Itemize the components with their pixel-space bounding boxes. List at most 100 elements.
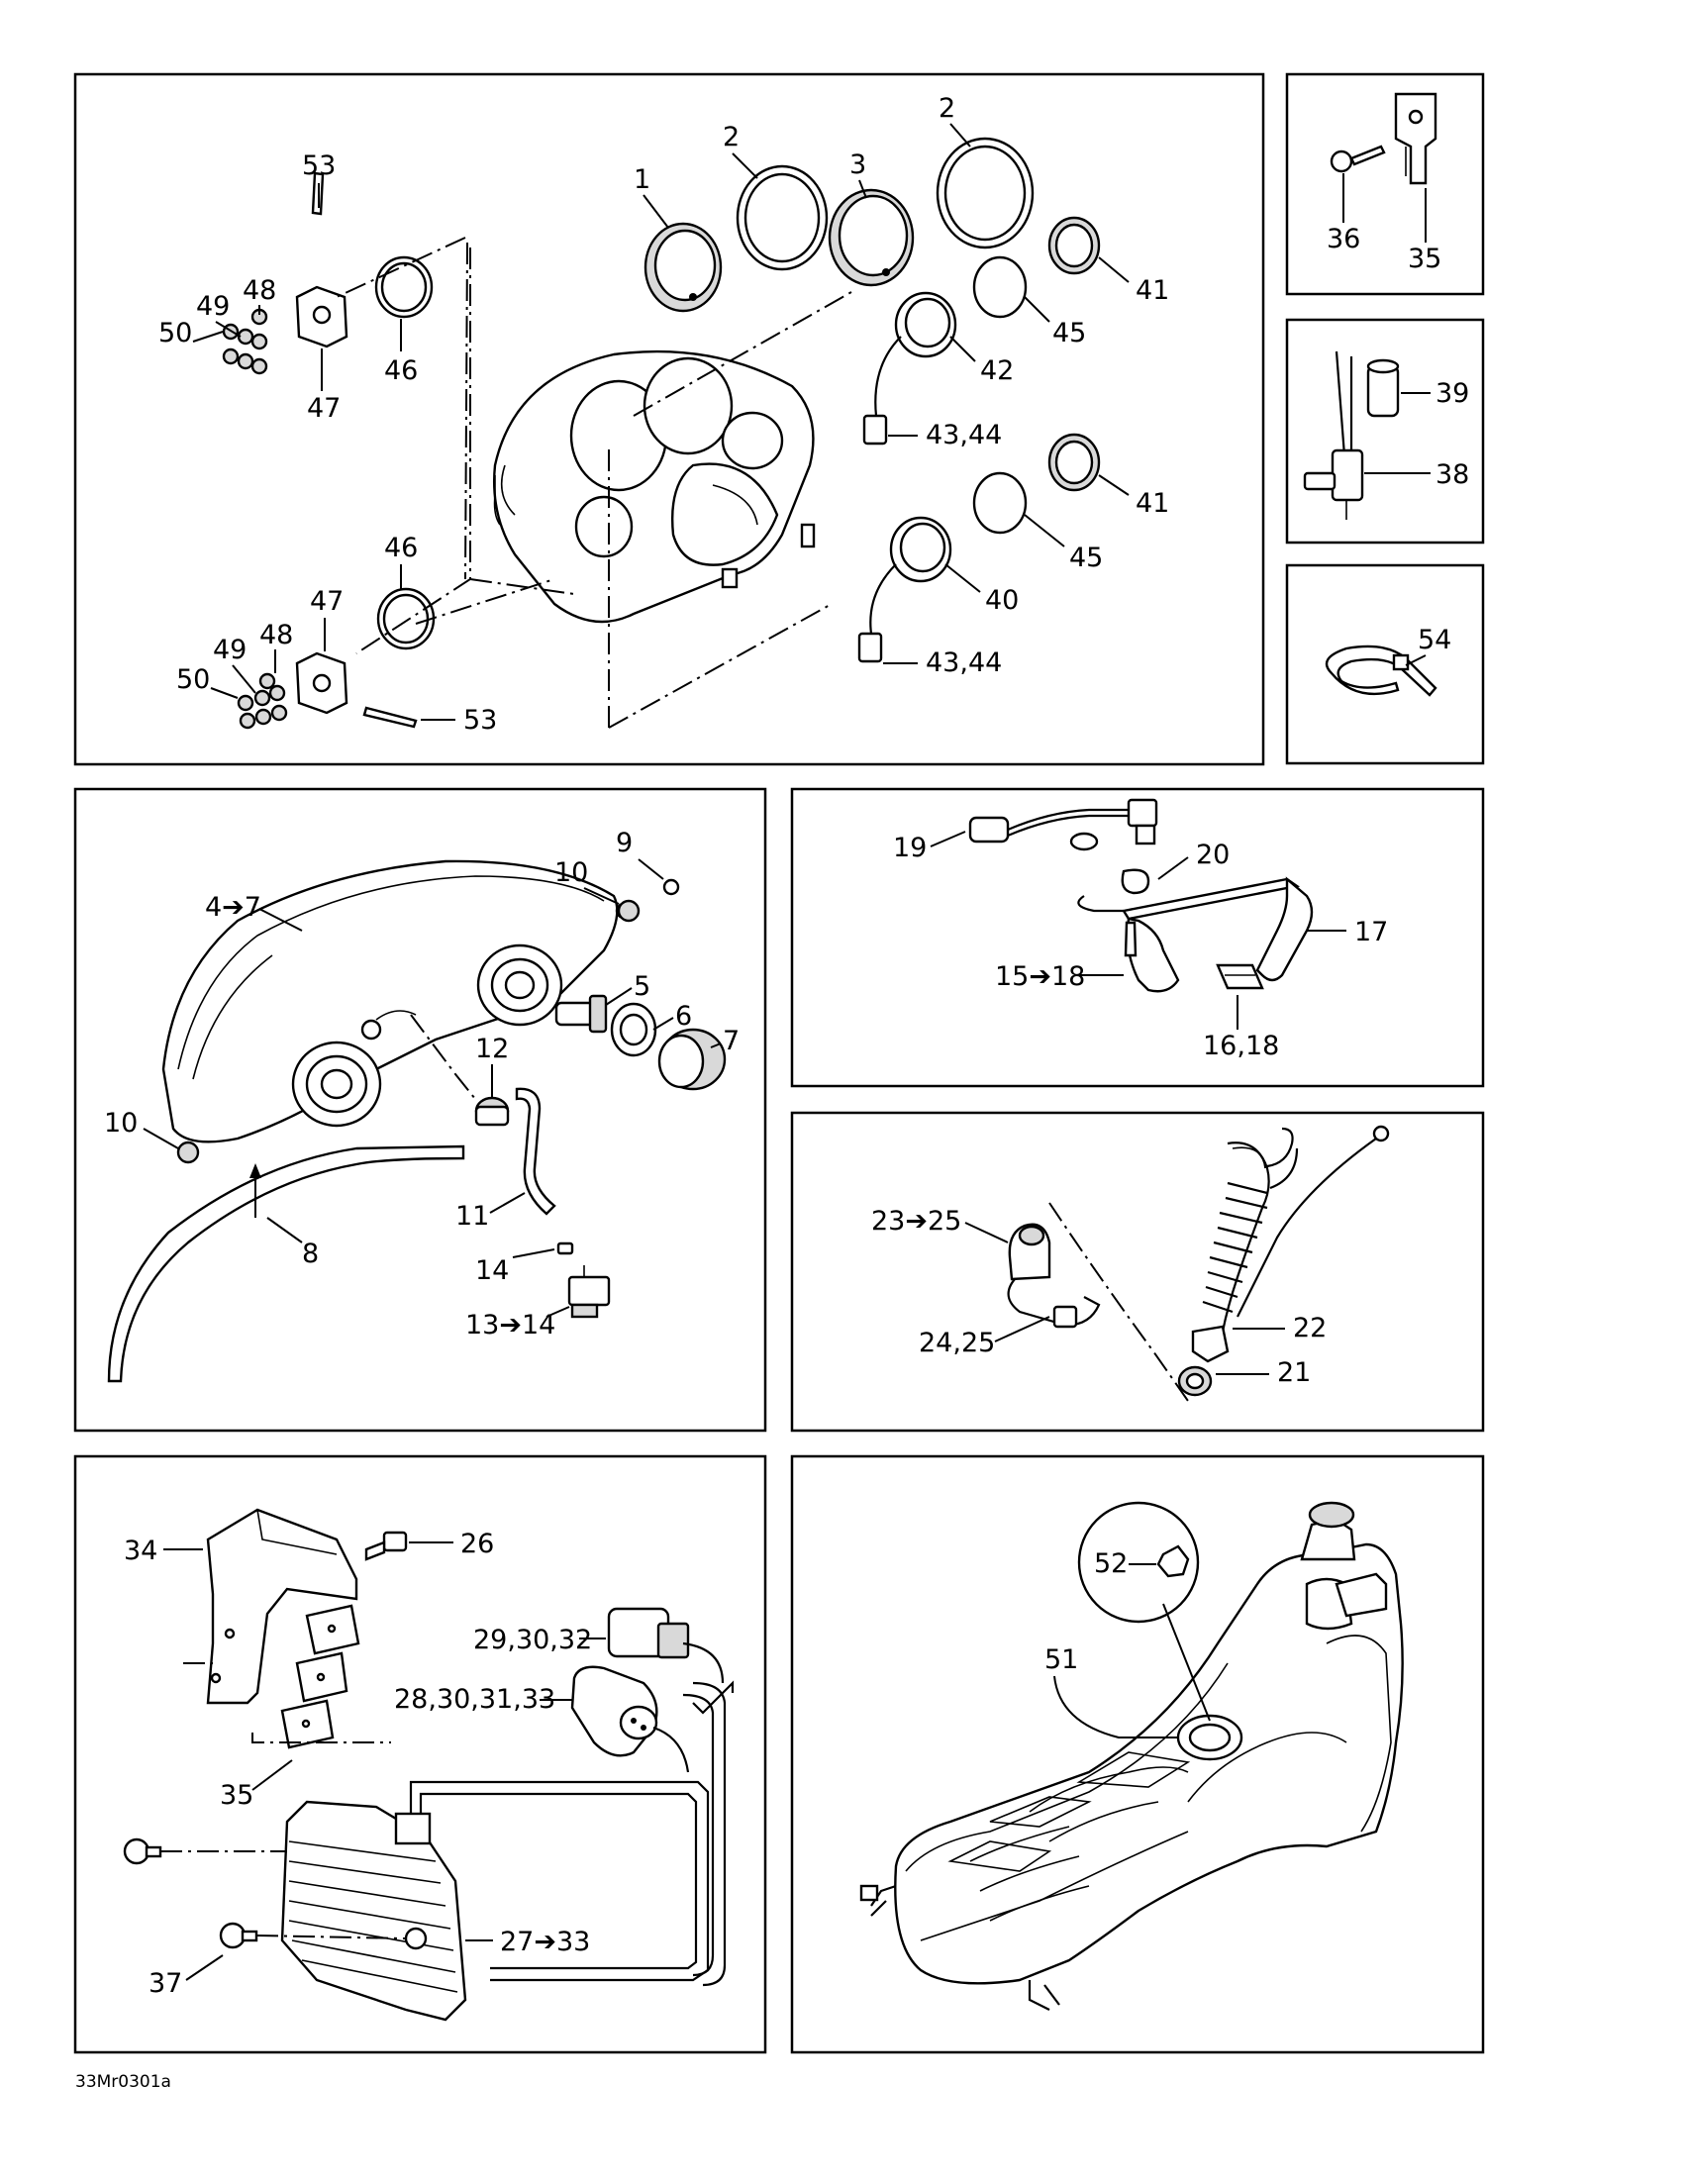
callout-50a: 50 <box>158 318 192 348</box>
panel-cable-tie <box>1285 563 1485 765</box>
screw-9 <box>662 878 680 896</box>
callout-21: 21 <box>1277 1357 1311 1388</box>
callout-10b: 10 <box>104 1108 138 1139</box>
callout-52: 52 <box>1094 1548 1128 1579</box>
callout-8: 8 <box>302 1239 319 1269</box>
clip-ring-6 <box>610 1002 657 1057</box>
callout-9: 9 <box>616 828 633 858</box>
callout-51: 51 <box>1044 1644 1078 1675</box>
gauge-3 <box>828 188 915 287</box>
screw-36 <box>1330 145 1386 173</box>
callout-10a: 10 <box>554 857 588 888</box>
screw-26 <box>364 1531 408 1561</box>
switch-23 <box>1007 1223 1101 1329</box>
valve-38 <box>1303 350 1364 520</box>
figure-code: 33Mr0301a <box>75 2072 171 2092</box>
callout-34: 34 <box>124 1536 157 1566</box>
callout-24-25: 24,25 <box>919 1328 995 1358</box>
callout-48b: 48 <box>259 620 293 650</box>
tube-39 <box>1366 358 1400 418</box>
callout-19: 19 <box>893 833 927 863</box>
panel-valve <box>1285 318 1485 545</box>
o-ring-45a <box>972 255 1028 319</box>
grommet-12 <box>474 1096 510 1127</box>
bracket-34 <box>206 1508 358 1705</box>
clips-35b <box>280 1604 360 1749</box>
callout-29-30-32: 29,30,32 <box>473 1625 592 1655</box>
gauge-1 <box>644 222 723 313</box>
callout-37: 37 <box>148 1968 182 1999</box>
callout-22: 22 <box>1293 1313 1327 1343</box>
callout-3: 3 <box>849 149 866 180</box>
callout-26: 26 <box>460 1529 494 1559</box>
clamp-14 <box>556 1241 574 1255</box>
cap-20 <box>1069 832 1150 895</box>
dash-bolt-b <box>255 1935 407 1939</box>
cable-tie-54 <box>1325 645 1437 697</box>
callout-20: 20 <box>1196 840 1230 870</box>
connector-13 <box>567 1265 611 1319</box>
callout-35b: 35 <box>220 1780 253 1811</box>
callout-54: 54 <box>1418 625 1451 655</box>
callout-1: 1 <box>634 164 650 195</box>
callout-46b: 46 <box>384 533 418 563</box>
callout-42: 42 <box>980 355 1014 386</box>
regulator-27 <box>280 1800 467 2022</box>
callout-41b: 41 <box>1136 488 1169 519</box>
callout-40: 40 <box>985 585 1019 616</box>
callout-2a: 2 <box>723 122 740 152</box>
callout-53a: 53 <box>302 150 336 181</box>
boot-7 <box>657 1028 727 1091</box>
callout-43-44a: 43,44 <box>926 420 1002 450</box>
gauge-42 <box>862 291 957 446</box>
clip-key-22 <box>1191 1325 1230 1363</box>
callout-6: 6 <box>675 1001 692 1032</box>
headlight-housing <box>161 859 633 1143</box>
callout-41a: 41 <box>1136 275 1169 306</box>
connector-28 <box>570 1665 690 1773</box>
nut-10a <box>617 899 641 923</box>
callout-11: 11 <box>455 1201 489 1232</box>
callout-47b: 47 <box>310 586 344 617</box>
dash-headlight <box>410 1014 476 1100</box>
dash-clips <box>251 1733 391 1743</box>
callout-5: 5 <box>634 971 650 1002</box>
callout-50b: 50 <box>176 664 210 695</box>
callout-23-25: 23➔25 <box>871 1206 961 1237</box>
hose-11 <box>515 1087 556 1216</box>
cluster-housing <box>493 349 816 624</box>
callout-16-18: 16,18 <box>1203 1031 1279 1061</box>
callout-49b: 49 <box>213 635 247 665</box>
gauge-nut-41b <box>1047 433 1101 492</box>
callout-15-18: 15➔18 <box>995 961 1085 992</box>
gauge-nut-41a <box>1047 216 1101 275</box>
callout-7: 7 <box>723 1026 740 1056</box>
callout-46a: 46 <box>384 355 418 386</box>
sensor-19 <box>968 798 1158 845</box>
bezel-ring-2a <box>736 164 829 271</box>
seal-strip-8 <box>107 1144 465 1383</box>
bracket-group-lower <box>237 587 436 730</box>
fitting-16 <box>1216 963 1264 990</box>
callout-48a: 48 <box>243 275 276 306</box>
callout-14: 14 <box>475 1255 509 1286</box>
callout-2b: 2 <box>939 93 955 124</box>
bezel-ring-2b <box>936 137 1035 249</box>
panel-clip <box>1285 72 1485 296</box>
callout-43-44b: 43,44 <box>926 647 1002 678</box>
connector-29 <box>607 1607 725 1684</box>
callout-38: 38 <box>1436 459 1469 490</box>
callout-27-33: 27➔33 <box>500 1927 590 1957</box>
gauge-40 <box>857 516 952 663</box>
callout-49a: 49 <box>196 291 230 322</box>
o-ring-45b <box>972 471 1028 535</box>
pipe-17 <box>1077 876 1314 993</box>
callout-13-14: 13➔14 <box>465 1310 555 1340</box>
nut-21 <box>1177 1365 1213 1397</box>
callout-12: 12 <box>475 1034 509 1064</box>
bulb-5 <box>554 994 608 1034</box>
callout-35a: 35 <box>1408 244 1441 274</box>
callout-4-7: 4➔7 <box>205 892 261 923</box>
bolt-37a <box>123 1837 162 1865</box>
